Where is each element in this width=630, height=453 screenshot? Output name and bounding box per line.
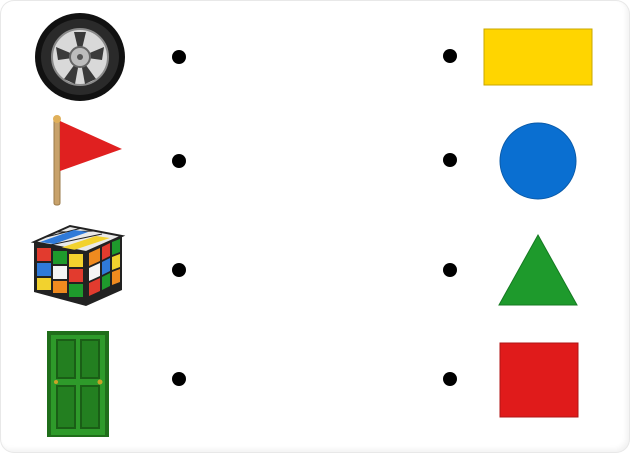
right-dot-4[interactable] [443,372,457,386]
right-dot-3[interactable] [443,263,457,277]
rectangle-shape[interactable] [483,28,593,86]
rubiks-cube-icon[interactable] [30,222,126,308]
flag-icon[interactable] [48,115,128,207]
left-dot-1[interactable] [172,50,186,64]
square-shape[interactable] [499,342,579,418]
tire-icon[interactable] [30,10,130,104]
circle-shape[interactable] [498,121,578,201]
right-dot-2[interactable] [443,153,457,167]
right-dot-1[interactable] [443,49,457,63]
left-dot-4[interactable] [172,372,186,386]
door-icon[interactable] [46,330,110,438]
left-dot-2[interactable] [172,154,186,168]
left-dot-3[interactable] [172,263,186,277]
triangle-shape[interactable] [497,233,579,307]
